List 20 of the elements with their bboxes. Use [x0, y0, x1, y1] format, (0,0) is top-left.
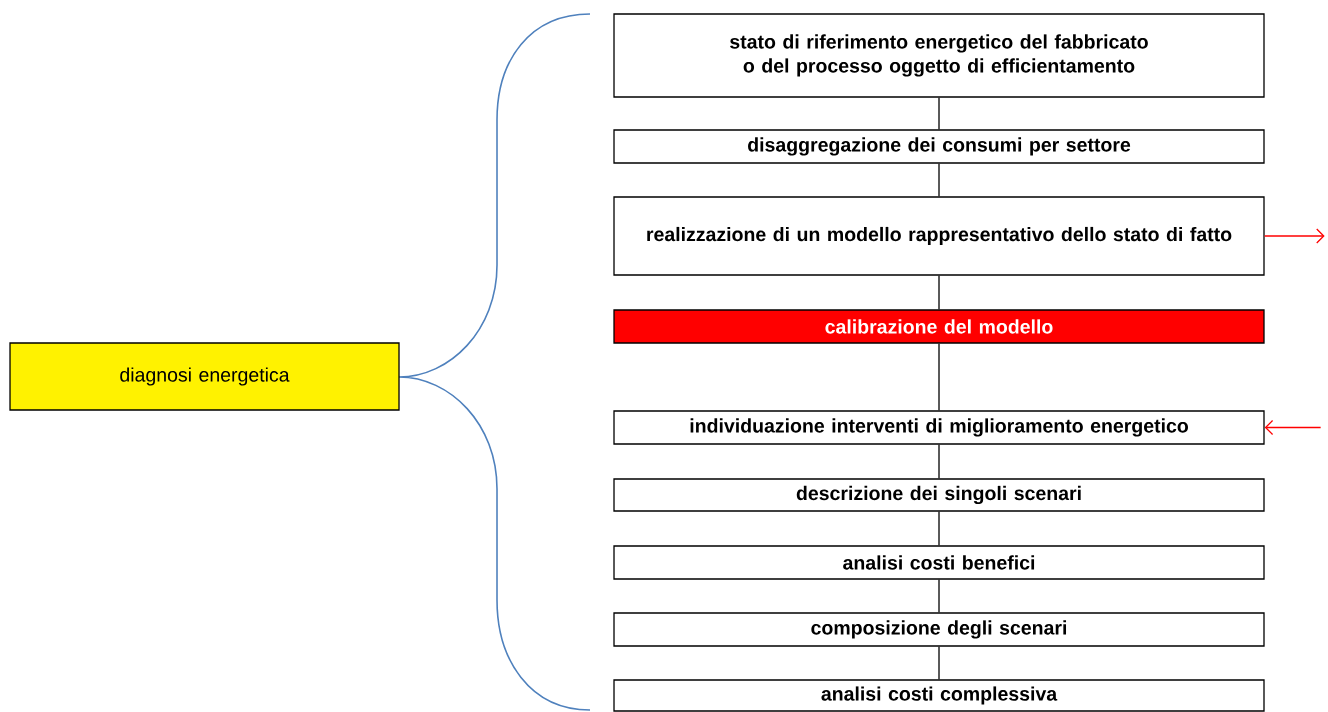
connector-line	[938, 444, 940, 479]
topic-box: diagnosi energetica	[9, 342, 400, 411]
step-box: stato di riferimento energetico del fabbricato o del processo oggetto di efficientamento	[613, 13, 1265, 98]
step-box: analisi costi complessiva	[613, 679, 1265, 712]
connector-line	[938, 511, 940, 546]
step-box: analisi costi benefici	[613, 545, 1265, 580]
step-box: composizione degli scenari	[613, 612, 1265, 647]
arrow	[1264, 228, 1325, 244]
highlighted-step-box: calibrazione del modello	[613, 309, 1265, 344]
connector-line	[938, 275, 940, 310]
connector-line	[938, 579, 940, 613]
step-box: realizzazione di un modello rappresentativo dello stato di fatto	[613, 196, 1265, 276]
arrow	[1264, 419, 1322, 436]
connector-line	[938, 163, 940, 197]
step-box: individuazione interventi di miglioramento energetico	[613, 410, 1265, 445]
connector-line	[938, 97, 940, 130]
step-box: disaggregazione dei consumi per settore	[613, 129, 1265, 164]
connector-line	[938, 646, 940, 680]
step-box: descrizione dei singoli scenari	[613, 478, 1265, 512]
connector-line	[938, 343, 940, 411]
